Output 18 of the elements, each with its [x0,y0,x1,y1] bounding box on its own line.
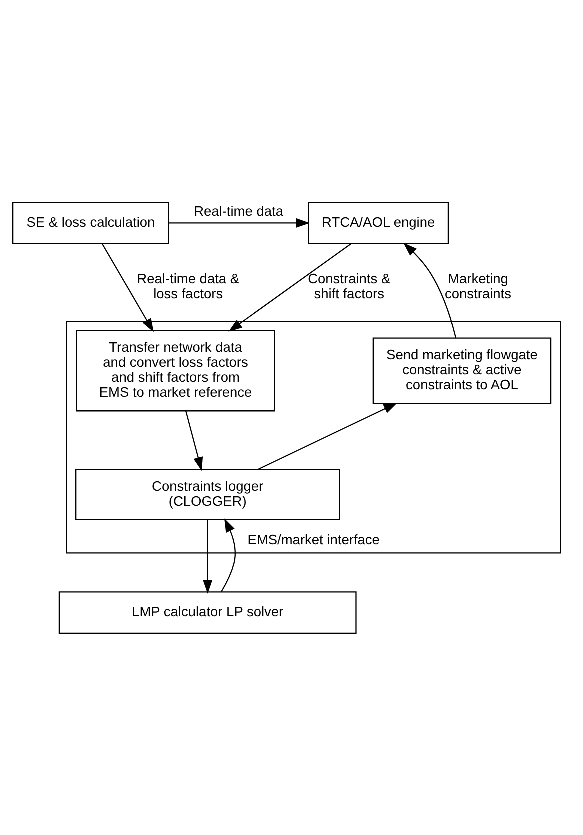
arrow [203,520,213,594]
arrow [258,402,398,470]
node-box: SE & loss calculation [12,202,170,244]
edge-label: Real-time data [194,203,284,218]
arrow [404,242,457,338]
edge-label: Marketing constraints [445,270,512,301]
arrow [186,410,204,471]
node-box: Transfer network data and convert loss factors and shift factors from EMS to market reference [76,330,276,412]
node-box: LMP calculator LP solver [58,591,357,634]
arrow [102,243,154,332]
node-box: Send marketing flowgate constraints & active constraints to AOL [372,337,552,404]
edge-label: Real-time data & loss factors [137,270,240,301]
node-box: RTCA/AOL engine [308,202,450,244]
edge-label: Constraints & shift factors [308,270,391,301]
arrow [221,518,236,592]
node-box: Constraints logger (CLOGGER) [76,468,340,520]
arrow [228,243,352,332]
arrow [169,218,310,228]
